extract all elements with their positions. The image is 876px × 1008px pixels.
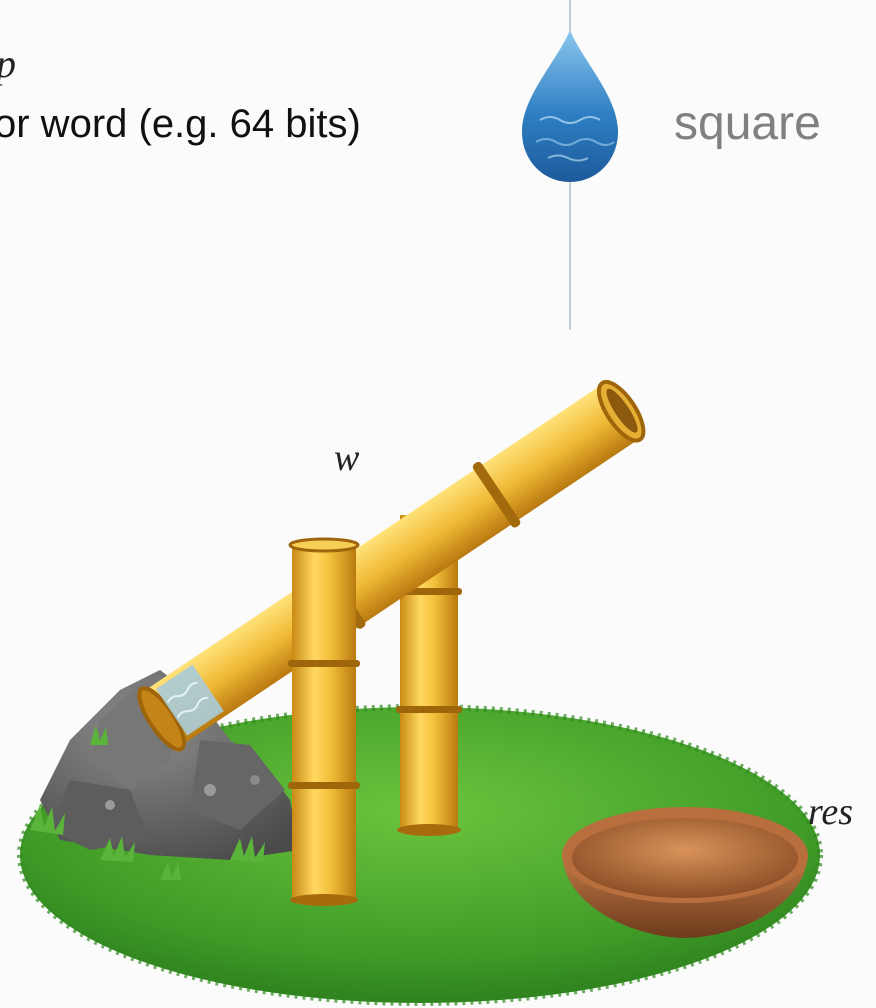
- res-symbol-label: res: [808, 791, 854, 833]
- water-drop-icon: [522, 30, 618, 182]
- bamboo-support-front: [288, 537, 360, 906]
- wooden-bowl-icon: [562, 807, 808, 938]
- grass-tufts: [30, 725, 265, 880]
- w-symbol-label: w: [334, 437, 360, 479]
- word-size-description: or word (e.g. 64 bits): [0, 102, 361, 146]
- bamboo-spout-icon: [137, 379, 646, 752]
- p-symbol-label: p: [0, 40, 16, 87]
- operation-label: square: [674, 97, 821, 150]
